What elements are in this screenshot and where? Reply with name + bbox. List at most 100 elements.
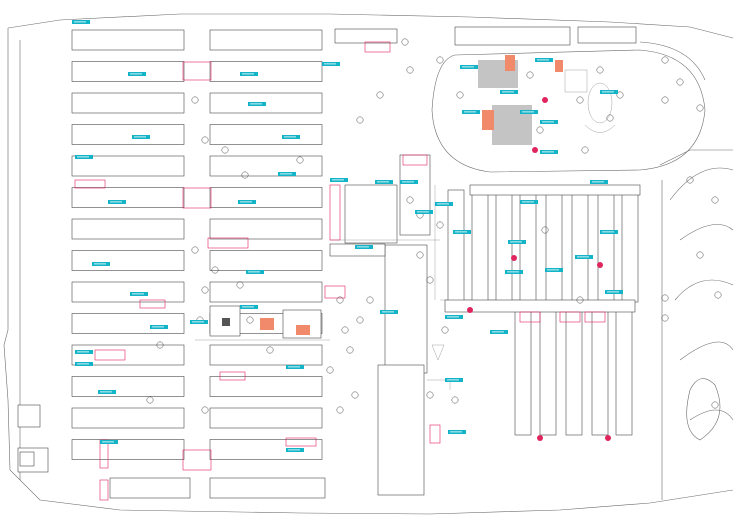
building-east [471, 189, 489, 303]
building-east [519, 189, 537, 303]
building-west-a [71, 29, 185, 51]
tree-icon [376, 91, 384, 99]
building-west-b [209, 124, 323, 145]
tree-icon [246, 316, 254, 324]
tree-icon [714, 291, 722, 299]
tree-icon [661, 96, 669, 104]
tree-icon [426, 276, 434, 284]
plant-cluster-icon [329, 184, 341, 241]
tree-icon [211, 266, 219, 274]
label-tag-icon [577, 256, 589, 258]
label-tag-icon [77, 156, 89, 158]
tree-icon [406, 196, 414, 204]
tree-icon [711, 196, 719, 204]
tree-icon [221, 146, 229, 154]
tree-icon [441, 326, 449, 334]
plant-cluster-icon [532, 147, 538, 153]
east-connectors [444, 184, 641, 313]
tree-icon [456, 91, 464, 99]
building-east [621, 189, 639, 303]
tree-icon [676, 78, 684, 86]
label-tag-icon [455, 231, 467, 233]
label-tag-icon [522, 201, 534, 203]
building-east [571, 189, 589, 303]
label-tag-icon [357, 246, 369, 248]
plant-cluster-icon [429, 424, 441, 444]
building-west-b [209, 155, 323, 177]
building-east [615, 309, 633, 436]
plant-cluster-icon [182, 61, 212, 81]
plant-cluster-icon [605, 435, 611, 441]
tree-icon [241, 171, 249, 179]
tree-icon [356, 116, 364, 124]
tree-icon [436, 221, 444, 229]
label-tag-icon [280, 173, 292, 175]
plant-cluster-icon [182, 187, 212, 209]
label-tag-icon [100, 391, 112, 393]
tree-icon [541, 226, 549, 234]
label-tag-icon [592, 181, 604, 183]
label-tag-icon [417, 211, 429, 213]
plant-cluster-icon [74, 179, 106, 189]
tree-icon [191, 96, 199, 104]
building-west-b [209, 61, 323, 82]
plant-cluster-icon [94, 349, 126, 361]
tree-icon [366, 296, 374, 304]
label-tag-icon [450, 431, 462, 433]
planting-marks [74, 41, 611, 501]
tree-icon [606, 114, 614, 122]
label-tag-icon [288, 366, 300, 368]
building-west-b [209, 250, 323, 271]
label-tag-icon [324, 63, 336, 65]
trees [146, 38, 722, 414]
plant-cluster-icon [519, 311, 541, 323]
tree-icon [661, 56, 669, 64]
site-boundary [3, 13, 734, 515]
label-tag-icon [522, 111, 534, 113]
tree-icon [191, 246, 199, 254]
tree-icon [661, 294, 669, 302]
tree-icon [146, 396, 154, 404]
tree-icon [296, 156, 304, 164]
plant-cluster-icon [285, 437, 317, 447]
plant-cluster-icon [364, 41, 391, 53]
courtyard-pavilions [195, 305, 330, 341]
label-tag-icon [94, 263, 106, 265]
label-tag-icon [130, 73, 142, 75]
label-tag-icon [134, 136, 146, 138]
label-tag-icon [377, 181, 389, 183]
tree-icon [426, 391, 434, 399]
label-tag-icon [547, 269, 559, 271]
label-tag-icon [542, 151, 554, 153]
label-tag-icon [510, 241, 522, 243]
building-west-a [71, 407, 185, 429]
label-tag-icon [250, 103, 262, 105]
label-tag-icon [382, 311, 394, 313]
label-tag-icon [402, 181, 414, 183]
tree-icon [581, 146, 589, 154]
plant-cluster-icon [207, 237, 249, 249]
tree-icon [696, 104, 704, 112]
building-east [565, 309, 583, 436]
plant-cluster-icon [139, 299, 166, 309]
building-west-b [209, 29, 323, 51]
label-tag-icon [447, 379, 459, 381]
plant-cluster-icon [559, 311, 581, 323]
tree-icon [711, 401, 719, 409]
building-west-b [209, 187, 323, 208]
label-tag-icon [242, 306, 254, 308]
label-tag-icon [537, 59, 549, 61]
building-east [514, 309, 532, 436]
building-east [545, 189, 563, 303]
plant-cluster-icon [537, 435, 543, 441]
building-west-a [71, 187, 185, 208]
tree-icon [416, 251, 424, 259]
label-tag-icon [437, 203, 449, 205]
label-tag-icon [248, 271, 260, 273]
tree-icon [266, 346, 274, 354]
tree-icon [596, 66, 604, 74]
building-west-a [71, 61, 185, 82]
tree-icon [201, 406, 209, 414]
label-tag-icon [462, 66, 474, 68]
